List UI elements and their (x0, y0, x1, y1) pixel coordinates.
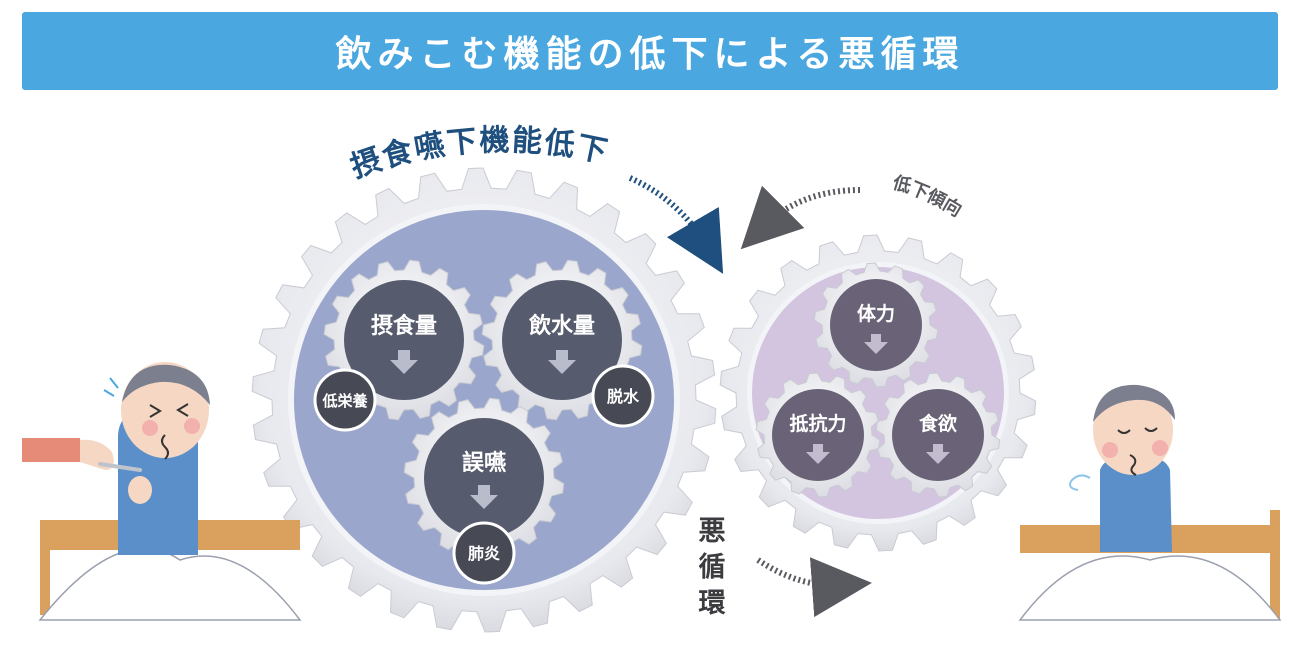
page-title: 飲みこむ機能の低下による悪循環 (335, 34, 965, 75)
cycle-char-1: 悪 (699, 516, 726, 547)
patient-coughing-illustration (22, 362, 302, 621)
right-gear-labels: 体力 抵抗力 食欲 (789, 302, 957, 435)
secondary-arc-text: 低下傾向 (889, 171, 965, 221)
down-arrow-icon (864, 334, 888, 354)
down-arrow-icon (390, 350, 418, 374)
left-gear-arrows (390, 350, 576, 509)
badge-dehydration: 脱水 (607, 387, 640, 406)
gear-aspiration (403, 397, 565, 559)
blue-curve-arrow (628, 175, 724, 274)
badge-pneumonia: 肺炎 (468, 544, 500, 563)
cycle-char-2: 循 (699, 552, 726, 583)
gear-label-aspiration: 誤嚥 (462, 450, 506, 476)
gray-curve-arrow-bottom (756, 557, 872, 618)
badge-malnutrition: 低栄養 (321, 392, 368, 410)
down-arrow-icon (806, 444, 830, 464)
title-banner: 飲みこむ機能の低下による悪循環 (22, 12, 1278, 90)
left-gear-labels: 摂食量 飲水量 誤嚥 (371, 313, 595, 476)
gear-label-stamina: 体力 (857, 302, 895, 325)
gear-resistance (755, 372, 881, 498)
patient-sighing-illustration (1018, 384, 1282, 621)
gear-label-appetite: 食欲 (919, 412, 957, 435)
down-arrow-icon (470, 485, 498, 509)
gear-stamina (813, 262, 939, 388)
gear-label-resistance: 抵抗力 (789, 412, 846, 435)
right-gear-arrows (806, 334, 950, 464)
cycle-label: 悪 循 環 (699, 516, 727, 619)
gear-appetite (875, 372, 1001, 498)
down-arrow-icon (548, 350, 576, 374)
gear-label-water-intake: 飲水量 (528, 313, 595, 339)
gray-curve-arrow-top (740, 185, 861, 250)
small-gears (323, 259, 1001, 559)
cycle-char-3: 環 (699, 588, 727, 619)
condition-badges: 低栄養 脱水 肺炎 (313, 364, 655, 585)
gear-label-food-intake: 摂食量 (371, 313, 437, 339)
secondary-arc-label: 低下傾向 (889, 171, 965, 221)
down-arrow-icon (926, 444, 950, 464)
